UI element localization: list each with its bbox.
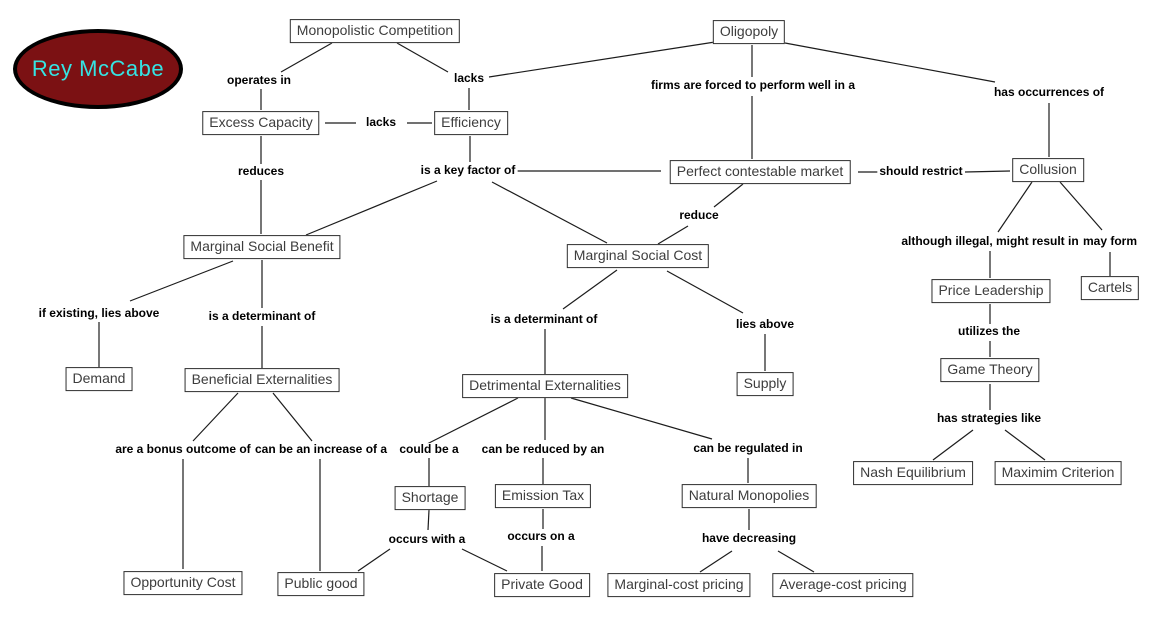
connector-line: [357, 548, 391, 572]
concept-emission-tax[interactable]: Emission Tax: [494, 484, 592, 508]
link-label-utilizes-the[interactable]: utilizes the: [955, 324, 1023, 339]
link-label-lacks-top[interactable]: lacks: [451, 71, 487, 86]
connector-line: [713, 183, 744, 208]
connector-line: [461, 548, 508, 572]
link-label-occurs-with[interactable]: occurs with a: [386, 532, 468, 547]
concept-oligopoly[interactable]: Oligopoly: [712, 20, 786, 44]
concept-supply[interactable]: Supply: [736, 372, 794, 396]
connector-line: [488, 41, 716, 78]
concept-game-theory[interactable]: Game Theory: [940, 358, 1040, 382]
link-label-operates-in[interactable]: operates in: [224, 73, 294, 88]
link-label-may-form[interactable]: may form: [1080, 234, 1140, 249]
link-label-lacks-mid[interactable]: lacks: [363, 115, 399, 130]
concept-opportunity-cost[interactable]: Opportunity Cost: [123, 571, 243, 595]
link-label-bonus-outcome[interactable]: are a bonus outcome of: [113, 442, 253, 457]
concept-public-good[interactable]: Public good: [277, 572, 365, 596]
link-label-increase-of[interactable]: can be an increase of a: [252, 442, 390, 457]
link-label-reduce[interactable]: reduce: [677, 208, 721, 223]
link-label-regulated-in[interactable]: can be regulated in: [691, 441, 805, 456]
concept-excess-capacity[interactable]: Excess Capacity: [202, 111, 320, 135]
connector-line: [491, 181, 608, 244]
link-label-should-restrict[interactable]: should restrict: [877, 164, 965, 179]
link-label-is-determinant-center[interactable]: is a determinant of: [488, 312, 600, 327]
link-label-has-strategies[interactable]: has strategies like: [934, 411, 1044, 426]
connector-line: [570, 397, 713, 440]
connector-line: [784, 42, 996, 83]
link-label-occurs-on[interactable]: occurs on a: [505, 529, 577, 544]
link-label-could-be-a[interactable]: could be a: [397, 442, 461, 457]
concept-beneficial-externalities[interactable]: Beneficial Externalities: [184, 368, 340, 392]
concept-maximim-criterion[interactable]: Maximim Criterion: [994, 461, 1122, 485]
concept-marginal-social-benefit[interactable]: Marginal Social Benefit: [183, 235, 341, 259]
link-label-is-determinant-left[interactable]: is a determinant of: [206, 309, 318, 324]
concept-average-cost-pricing[interactable]: Average-cost pricing: [772, 573, 914, 597]
connector-line: [932, 429, 974, 461]
concept-price-leadership[interactable]: Price Leadership: [931, 279, 1051, 303]
connector-line: [666, 270, 744, 314]
author-name: Rey McCabe: [31, 56, 165, 81]
concept-marginal-social-cost[interactable]: Marginal Social Cost: [566, 244, 710, 268]
link-label-lies-above[interactable]: lies above: [733, 317, 797, 332]
link-label-has-occurrences[interactable]: has occurrences of: [991, 85, 1107, 100]
connector-line: [192, 392, 239, 442]
concept-nash-equilibrium[interactable]: Nash Equilibrium: [853, 461, 973, 485]
connector-line: [280, 42, 333, 73]
connector-line: [426, 397, 519, 445]
concept-shortage[interactable]: Shortage: [394, 486, 466, 510]
concept-monopolistic-competition[interactable]: Monopolistic Competition: [289, 19, 461, 43]
concept-natural-monopolies[interactable]: Natural Monopolies: [681, 484, 817, 508]
connector-line: [129, 260, 234, 302]
connector-line: [562, 269, 618, 310]
link-label-if-existing[interactable]: if existing, lies above: [36, 306, 162, 321]
concept-cartels[interactable]: Cartels: [1080, 276, 1140, 300]
concept-marginal-cost-pricing[interactable]: Marginal-cost pricing: [607, 573, 751, 597]
concept-detrimental-externalities[interactable]: Detrimental Externalities: [462, 374, 628, 398]
concept-perfect-contestable-market[interactable]: Perfect contestable market: [669, 160, 851, 184]
link-label-firms-forced[interactable]: firms are forced to perform well in a: [648, 78, 858, 93]
author-bubble[interactable]: Rey McCabe: [13, 29, 183, 109]
connector-line: [1059, 181, 1103, 231]
concept-collusion[interactable]: Collusion: [1012, 158, 1084, 182]
concept-private-good[interactable]: Private Good: [494, 573, 590, 597]
connector-line: [1004, 429, 1046, 461]
link-label-reduces[interactable]: reduces: [235, 164, 287, 179]
connector-line: [699, 550, 733, 573]
link-label-reduced-by[interactable]: can be reduced by an: [479, 442, 607, 457]
connector-line: [305, 180, 438, 236]
connector-line: [777, 550, 815, 573]
connector-line: [396, 42, 449, 73]
concept-demand[interactable]: Demand: [65, 367, 133, 391]
connector-line: [427, 509, 430, 531]
link-label-is-key-factor[interactable]: is a key factor of: [418, 163, 518, 178]
connector-line: [964, 170, 1011, 173]
connector-line: [657, 225, 689, 245]
link-label-have-decreasing[interactable]: have decreasing: [699, 531, 799, 546]
link-label-although-illegal[interactable]: although illegal, might result in: [899, 234, 1081, 249]
connector-line: [997, 181, 1033, 233]
concept-efficiency[interactable]: Efficiency: [434, 111, 508, 135]
connector-line: [272, 392, 313, 442]
